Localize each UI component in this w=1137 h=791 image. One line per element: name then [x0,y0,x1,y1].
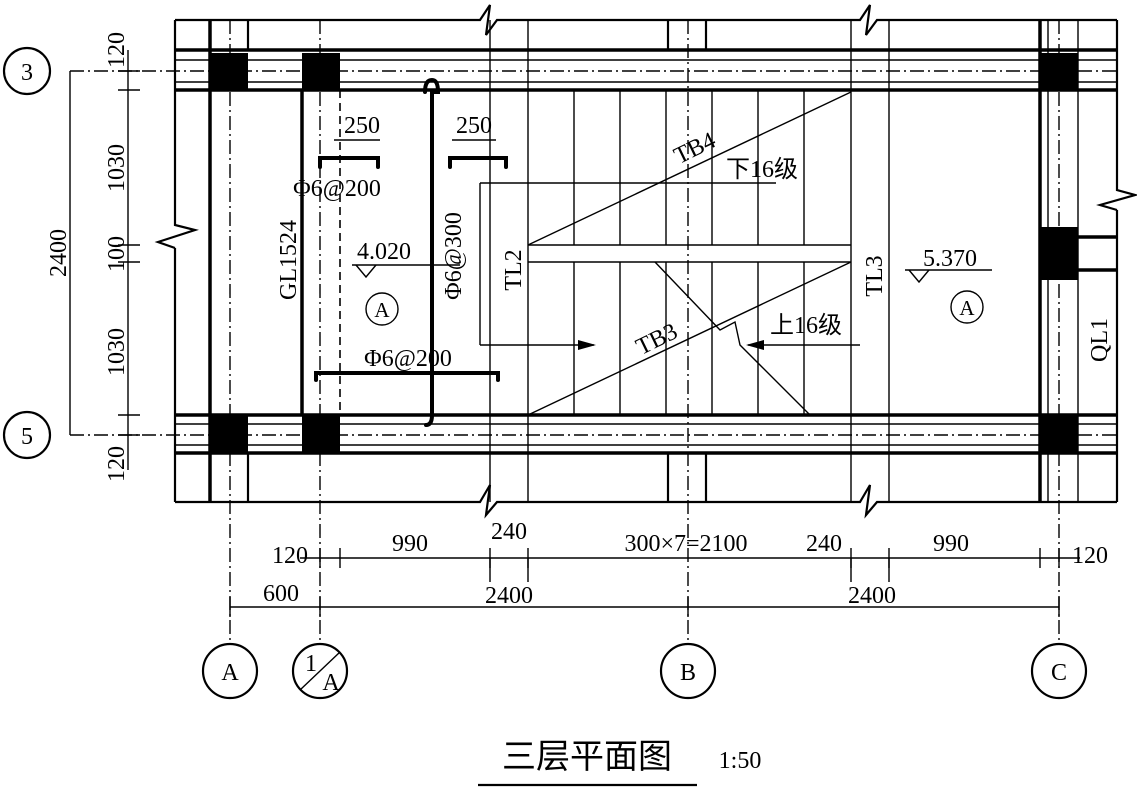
label-beam-tl3: TL3 [862,255,888,296]
axis-lines [70,20,1117,640]
left-dimension-text: 2400 120 1030 100 1030 120 [46,32,130,482]
dim-left-wall-120: 120 [272,543,308,569]
axis-label-a: A [221,660,239,686]
top-wall-outer [175,4,1117,36]
interior-labels: 250 250 Φ6@200 GL1524 4.020 Φ6@300 Φ6@20… [276,113,1113,372]
dim-bottom-120: 120 [104,446,130,482]
dim-top-120: 120 [104,32,130,68]
label-rebar-dist-1: Φ6@200 [293,176,381,202]
axis-bubbles: 3 5 A 1 A B C [2,46,1088,700]
bottom-dimension-text: 120 990 240 300×7=2100 240 990 120 600 2… [263,519,1108,609]
dim-a-offset-600: 600 [263,581,299,607]
dim-span2-2400: 2400 [848,583,896,609]
dim-left-beam-240: 240 [491,519,527,545]
axis-label-5: 5 [21,424,33,450]
axis-label-1a-num: 1 [305,651,317,677]
rebar-bottom-long [314,371,500,382]
axis-label-1a-den: A [322,670,340,696]
dim-right-beam-240: 240 [806,531,842,557]
axis-label-b: B [680,660,696,686]
label-level-left: 4.020 [357,239,411,265]
axis-label-c: C [1051,660,1067,686]
slab-bubble-left [365,292,399,326]
rebar-vertical-bar [423,77,441,427]
label-up-flight: 上16级 [770,312,842,339]
label-rebar-spacing-left: 250 [344,113,380,139]
dim-left-landing-990: 990 [392,531,428,557]
drawing-title: 三层平面图 1:50 [478,739,762,787]
tb4-diagonal [527,91,852,246]
left-dimensions [69,50,140,470]
axis-bubble-a [201,642,259,700]
dim-total-2400: 2400 [46,229,72,277]
slab-type-bubbles: A A [365,290,984,326]
slab-type-left: A [374,298,390,322]
dim-right-wall-120: 120 [1072,543,1108,569]
axis-bubble-1a [291,642,349,700]
walk-arrow [578,340,596,350]
beams [300,20,890,502]
title-scale: 1:50 [719,748,762,774]
level-right-triangle [908,269,930,284]
axis-bubble-5 [2,410,52,460]
title-text: 三层平面图 [502,739,672,776]
label-ring-beam-ql1: QL1 [1087,318,1113,362]
label-rebar-dist-2: Φ6@200 [364,346,452,372]
axis-bubble-c [1030,642,1088,700]
bottom-dimensions [229,548,1080,617]
slab-type-right: A [959,296,975,320]
dim-right-landing-990: 990 [933,531,969,557]
rebar-top-left [318,156,380,169]
level-left-triangle [355,264,377,279]
tb3-diagonal [527,261,852,416]
axis-bubble-b [659,642,717,700]
stair-break-line [654,261,811,416]
axis-bubble-3 [2,46,52,96]
label-level-right: 5.370 [923,246,977,272]
bottom-wall-outer [175,484,1117,519]
label-rebar-spacing-right: 250 [456,113,492,139]
up-arrow [746,340,764,350]
dim-treads-2100: 300×7=2100 [624,531,747,557]
stair [479,90,860,416]
rebar [314,77,992,427]
dim-lower-1030: 1030 [104,328,130,376]
slab-bubble-right [950,290,984,324]
axis-label-3: 3 [21,60,33,86]
label-down-flight: 下16级 [726,156,798,183]
axis-bubble-1a-slash [299,651,341,691]
left-break [154,210,199,250]
dim-span1-2400-row1: 2400 [485,583,533,609]
rebar-top-right [448,156,508,169]
label-rebar-vertical: Φ6@300 [441,212,467,300]
dim-upper-1030: 1030 [104,144,130,192]
dim-mid-100: 100 [104,236,130,272]
right-break [1096,185,1137,212]
label-beam-tl2: TL2 [501,249,527,290]
label-beam-gl1524: GL1524 [276,220,302,300]
